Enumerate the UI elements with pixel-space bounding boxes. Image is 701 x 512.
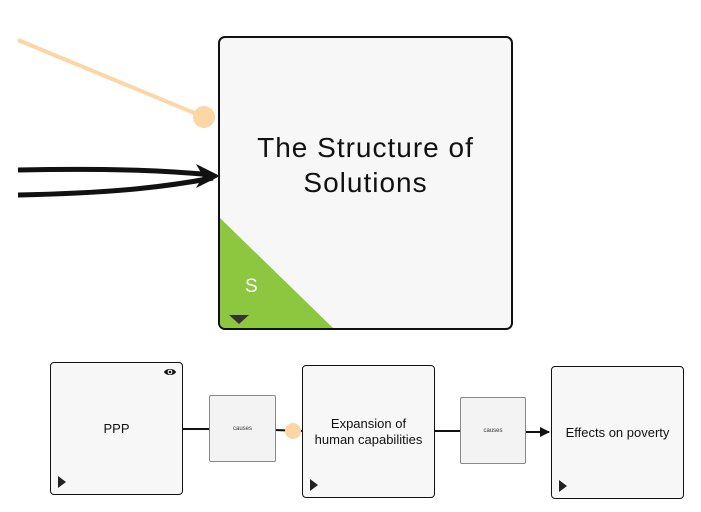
- node-label: Expansion of human capabilities: [314, 415, 423, 447]
- peach-connector-dot-small: [285, 423, 301, 439]
- incoming-arrow-top[interactable]: [17, 166, 214, 178]
- play-triangle-icon[interactable]: [310, 479, 318, 491]
- node-ppp[interactable]: PPP: [50, 362, 183, 495]
- relation-label: causes: [232, 425, 252, 432]
- eye-icon[interactable]: [163, 367, 177, 377]
- node-label: Effects on poverty: [565, 424, 670, 440]
- arrowhead-main: [196, 164, 220, 188]
- play-triangle-icon[interactable]: [58, 476, 66, 488]
- type-badge-corner: [220, 218, 333, 328]
- relation-causes-2[interactable]: causes: [460, 397, 526, 464]
- type-badge-letter: S: [245, 276, 258, 297]
- peach-connector-line[interactable]: [17, 38, 205, 119]
- node-effects-on-poverty[interactable]: Effects on poverty: [551, 366, 684, 499]
- peach-connector-dot: [193, 106, 215, 128]
- incoming-arrow-bottom[interactable]: [17, 175, 214, 198]
- node-label: PPP: [103, 420, 130, 436]
- node-structure-of-solutions[interactable]: The Structure of Solutions S: [218, 36, 513, 330]
- node-title: The Structure of Solutions: [257, 132, 474, 198]
- relation-label: causes: [483, 427, 503, 434]
- relation-causes-1[interactable]: causes: [209, 395, 276, 462]
- triangle-down-icon[interactable]: [229, 315, 249, 324]
- node-expansion-of-human-capabilities[interactable]: Expansion of human capabilities: [302, 365, 435, 498]
- play-triangle-icon[interactable]: [559, 480, 567, 492]
